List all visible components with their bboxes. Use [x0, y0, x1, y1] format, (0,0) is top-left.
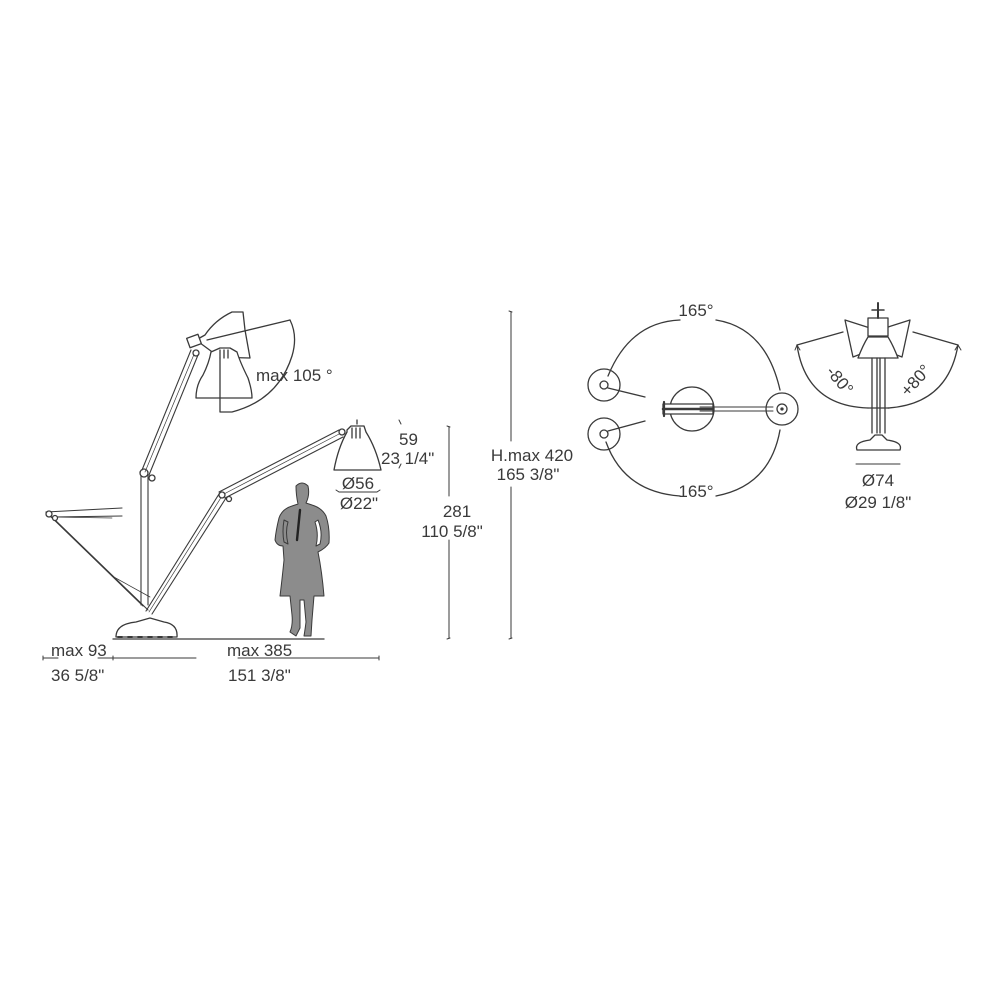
reach-front-cm-label: max 385: [227, 641, 293, 660]
base-diameter-cm-label: Ø74: [861, 471, 895, 490]
reach-back-in-label: 36 5/8": [51, 666, 105, 685]
reach-back-cm-label: max 93: [51, 641, 107, 660]
rotation-top-label: 165°: [678, 301, 714, 320]
max-height-dimension: [508, 310, 513, 640]
back-arm: [45, 507, 151, 611]
rotation-circle-bottom: [605, 429, 781, 497]
height-cm-label: 281: [442, 502, 472, 521]
person-silhouette: [274, 482, 330, 637]
rotation-circle-top: [607, 319, 781, 391]
top-view: [587, 319, 799, 497]
tilt-arc: [796, 344, 959, 409]
base-diameter-in-label: Ø29 1/8": [844, 493, 912, 512]
rotation-bottom-label: 165°: [678, 482, 714, 501]
max-height-cm-label: H.max 420: [490, 446, 574, 465]
rotation-arc: [219, 319, 296, 413]
front-view: [794, 302, 962, 465]
lamp-column: [140, 471, 149, 606]
upper-arm-raised: [141, 349, 199, 476]
lamp-base: [115, 617, 178, 638]
reach-dimensions: [42, 655, 380, 661]
shade-height-cm-label: 59: [399, 430, 418, 449]
reach-front-in-label: 151 3/8": [228, 666, 291, 685]
height-in-label: 110 5/8": [421, 522, 483, 541]
shade-diameter-in-label: Ø22": [339, 494, 379, 513]
max-height-in-label: 165 3/8": [496, 465, 560, 484]
side-view: [42, 310, 513, 661]
shade-height-in-label: 23 1/4": [381, 449, 435, 468]
head-rotation-label: max 105 °: [256, 366, 333, 385]
top-arm: [661, 400, 774, 418]
front-shade: [333, 425, 382, 471]
vertical-shade: [195, 347, 253, 399]
shade-diameter-cm-label: Ø56: [341, 474, 375, 493]
height-dimension: [446, 425, 451, 640]
front-arm: [145, 429, 344, 615]
